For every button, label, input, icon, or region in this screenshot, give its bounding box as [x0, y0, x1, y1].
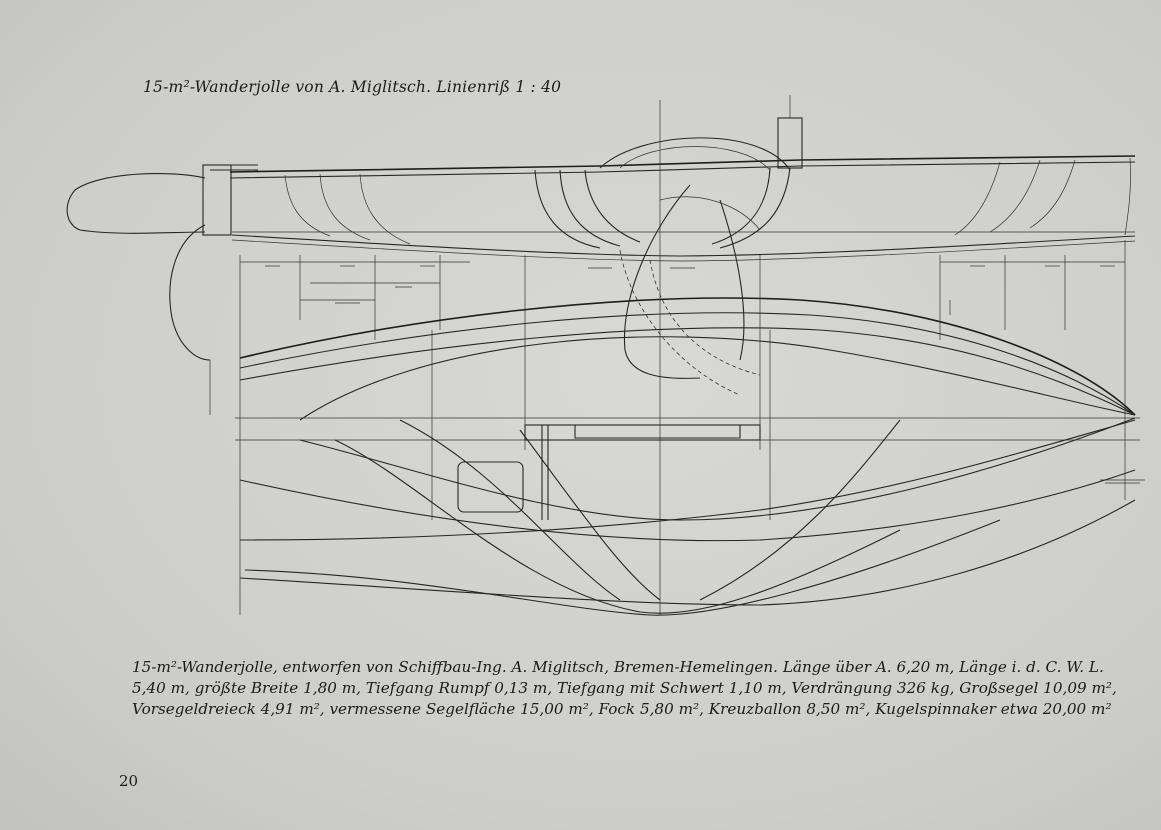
caption-line-3: Vorsegeldreieck 4,91 m², vermessene Sege… — [132, 700, 1112, 718]
page-number: 20 — [119, 772, 139, 790]
plan-view — [235, 297, 1140, 520]
profile-view — [66, 95, 1136, 615]
caption-line-1: 15-m²-Wanderjolle, entworfen von Schiffb… — [132, 658, 1104, 676]
caption-line-2: 5,40 m, größte Breite 1,80 m, Tiefgang R… — [132, 679, 1117, 697]
body-lines — [239, 417, 1136, 616]
drawing-title: 15-m²-Wanderjolle von A. Miglitsch. Lini… — [143, 78, 562, 96]
annotation-marks — [265, 265, 1140, 484]
dimension-lines — [209, 240, 1145, 615]
figure-caption: 15-m²-Wanderjolle, entworfen von Schiffb… — [132, 657, 1117, 720]
